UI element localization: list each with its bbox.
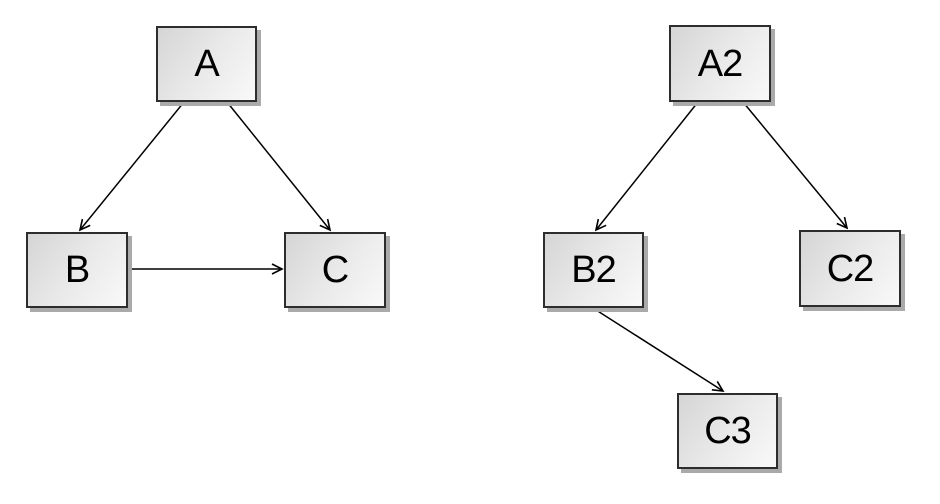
node-B2[interactable]: B2	[543, 232, 644, 308]
node-label: B	[64, 249, 90, 291]
node-C2[interactable]: C2	[799, 230, 901, 307]
node-label: A2	[697, 42, 743, 85]
node-C3[interactable]: C3	[677, 393, 778, 469]
edge-A2-C2[interactable]	[742, 101, 849, 230]
node-label: A	[194, 43, 219, 85]
node-label: C3	[704, 410, 752, 452]
node-A[interactable]: A	[156, 26, 257, 102]
node-label: C2	[826, 247, 875, 290]
edge-group	[78, 101, 849, 392]
node-label: B2	[571, 249, 616, 291]
edge-A2-B2[interactable]	[594, 101, 699, 232]
node-C[interactable]: C	[284, 232, 386, 308]
node-B[interactable]: B	[26, 232, 128, 308]
edge-A-B[interactable]	[78, 101, 185, 232]
node-A2[interactable]: A2	[669, 25, 771, 102]
node-label: C	[321, 249, 349, 291]
edge-B2-C3[interactable]	[592, 307, 725, 392]
edge-A-C[interactable]	[226, 101, 332, 232]
